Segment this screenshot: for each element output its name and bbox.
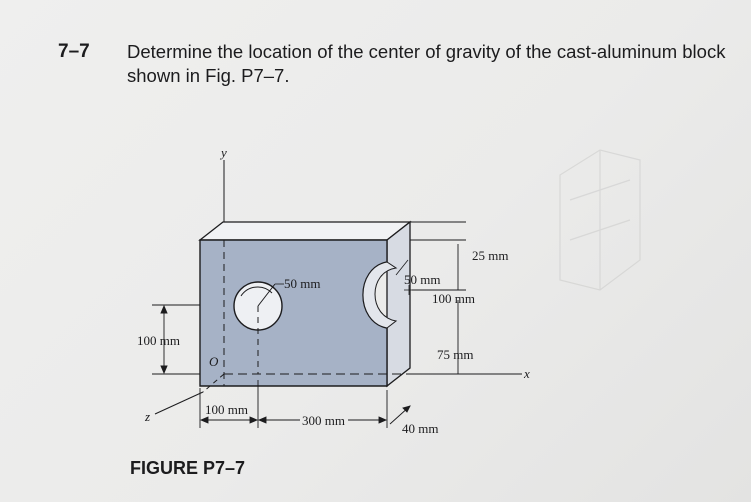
problem-number: 7–7 — [58, 41, 90, 62]
dim-label-100-bottom: 100 mm — [205, 402, 248, 417]
problem-statement-line-2: shown in Fig. P7–7. — [127, 65, 290, 86]
problem-statement-line-1: Determine the location of the center of … — [127, 41, 726, 62]
dim-label-100-right: 100 mm — [432, 291, 475, 306]
dim-label-75: 75 mm — [437, 347, 473, 362]
z-axis-label: z — [144, 409, 150, 424]
problem-statement: Determine the location of the center of … — [127, 40, 737, 88]
x-axis-label: x — [523, 366, 530, 381]
origin-label: O — [209, 354, 219, 369]
block-top-face — [198, 221, 412, 241]
z-axis-hidden — [202, 373, 225, 393]
background-bleed-drawing — [559, 149, 641, 291]
z-axis-line — [154, 391, 204, 415]
block-side-face — [386, 220, 411, 388]
block-front-face — [199, 239, 388, 387]
y-axis-label: y — [219, 145, 227, 160]
figure-caption: FIGURE P7–7 — [130, 458, 246, 478]
bottom-dimensions — [199, 380, 411, 428]
dim-label-hole-50: 50 mm — [284, 276, 320, 291]
notch-surface — [362, 261, 398, 329]
dim-label-notch-50: 50 mm — [404, 272, 440, 287]
notch-radius-leader — [395, 259, 409, 276]
dim-label-100-height: 100 mm — [137, 333, 180, 348]
left-height-dimension — [152, 304, 200, 375]
right-dimension-chain — [410, 221, 466, 375]
dim-label-40: 40 mm — [402, 421, 438, 436]
hole-radius-line — [257, 283, 276, 307]
dim-label-25: 25 mm — [472, 248, 508, 263]
dim-label-300: 300 mm — [302, 413, 345, 428]
